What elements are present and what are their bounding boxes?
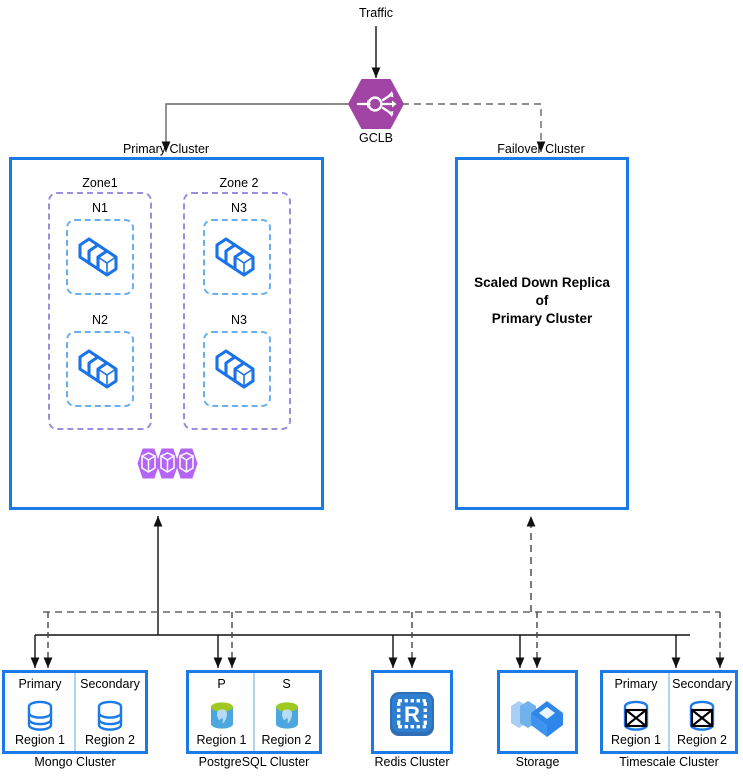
postgres-secondary-region: Region 2	[261, 733, 312, 747]
mongo-secondary-half[interactable]: Secondary Region 2	[75, 673, 145, 751]
postgres-primary-region: Region 1	[196, 733, 247, 747]
postgres-db-icon-secondary	[270, 699, 304, 738]
timescale-cluster-caption: Timescale Cluster	[619, 755, 719, 769]
node-n2-label: N2	[92, 313, 108, 327]
timescale-primary-region: Region 1	[610, 733, 662, 747]
node-box-n3a[interactable]	[203, 219, 271, 295]
zone2-label: Zone 2	[199, 176, 279, 191]
mongo-db-icon-primary	[23, 699, 57, 738]
postgres-primary-half[interactable]: P Region 1	[189, 673, 254, 751]
postgres-secondary-role: S	[282, 677, 291, 691]
mongo-secondary-region: Region 2	[84, 733, 136, 747]
node-n3a-label: N3	[231, 201, 247, 215]
postgres-cluster-caption: PostgreSQL Cluster	[198, 755, 310, 769]
pods-icon-n3a	[211, 231, 265, 288]
redis-cluster-caption: Redis Cluster	[374, 755, 450, 769]
postgres-divider	[253, 673, 255, 751]
failover-body-line2: of	[535, 293, 549, 308]
postgres-secondary-half[interactable]: S Region 2	[254, 673, 319, 751]
services-hexagons-icon	[128, 447, 204, 486]
redis-chip-icon: R	[383, 685, 441, 748]
mongo-cluster-box[interactable]: Primary Region 1 Secondary	[2, 670, 148, 769]
pods-icon-n3b	[211, 343, 265, 400]
mongo-cluster-caption: Mongo Cluster	[34, 755, 116, 769]
redis-cluster-box[interactable]: R Redis Cluster	[371, 670, 453, 769]
mongo-db-icon-secondary	[93, 699, 127, 738]
mongo-primary-region: Region 1	[14, 733, 66, 747]
failover-cluster-box[interactable]: Scaled Down Replica of Primary Cluster	[455, 157, 629, 510]
node-n1-label: N1	[92, 201, 108, 215]
postgres-cluster-box[interactable]: P Region 1 S	[186, 670, 322, 769]
timescale-cluster-box[interactable]: Primary Region 1 Secondary	[600, 670, 738, 769]
timescale-primary-role: Primary	[614, 677, 658, 691]
svg-text:R: R	[404, 702, 420, 727]
mongo-secondary-role: Secondary	[80, 677, 140, 691]
zone1-label: Zone1	[60, 176, 140, 191]
storage-box[interactable]: Storage	[497, 670, 578, 769]
zone-box-1[interactable]	[48, 192, 152, 430]
load-balancer-icon	[348, 79, 404, 129]
pods-icon-n2	[74, 343, 128, 400]
node-n3b-label: N3	[231, 313, 247, 327]
storage-cube-icon	[507, 689, 569, 746]
timescale-secondary-region: Region 2	[676, 733, 728, 747]
pods-icon-n1	[74, 231, 128, 288]
postgres-db-icon-primary	[205, 699, 239, 738]
timescale-db-icon-primary	[618, 699, 654, 738]
failover-body-line1: Scaled Down Replica	[474, 275, 610, 290]
zone-box-2[interactable]	[183, 192, 291, 430]
mongo-primary-role: Primary	[18, 677, 62, 691]
timescale-secondary-half[interactable]: Secondary Region 2	[669, 673, 735, 751]
timescale-secondary-role: Secondary	[672, 677, 732, 691]
node-box-n2[interactable]	[66, 331, 134, 407]
gclb-node[interactable]	[347, 78, 405, 130]
timescale-divider	[668, 673, 670, 751]
gclb-label: GCLB	[358, 131, 394, 145]
node-box-n3b[interactable]	[203, 331, 271, 407]
node-box-n1[interactable]	[66, 219, 134, 295]
mongo-primary-half[interactable]: Primary Region 1	[5, 673, 75, 751]
primary-cluster-label: Primary Cluster	[122, 142, 210, 156]
primary-cluster-box[interactable]	[9, 157, 324, 510]
traffic-label: Traffic	[358, 6, 394, 20]
mongo-divider	[74, 673, 76, 751]
timescale-primary-half[interactable]: Primary Region 1	[603, 673, 669, 751]
postgres-primary-role: P	[217, 677, 226, 691]
timescale-db-icon-secondary	[684, 699, 720, 738]
failover-body-line3: Primary Cluster	[491, 311, 593, 326]
failover-cluster-label: Failover Cluster	[497, 142, 585, 156]
storage-caption: Storage	[515, 755, 560, 769]
